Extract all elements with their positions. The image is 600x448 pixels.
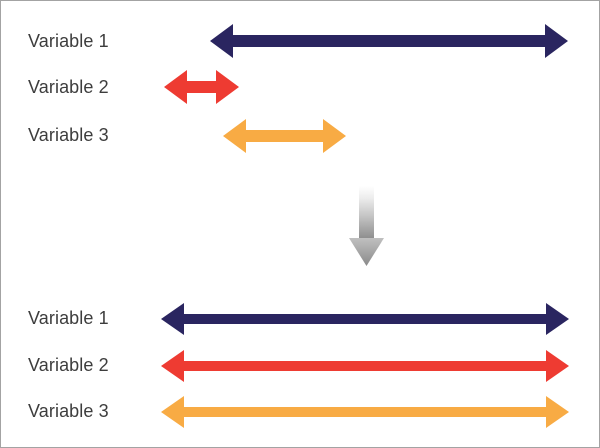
double-headed-arrow-shape [161,303,569,335]
bottom-variable-2-label: Variable 2 [28,355,109,375]
top-variable-2-arrow [164,70,239,104]
double-headed-arrow-shape [164,70,239,104]
double-headed-arrow-shape [210,24,568,58]
double-headed-arrow-shape [161,396,569,428]
top-variable-3-arrow [223,119,346,153]
top-variable-2-label: Variable 2 [28,77,109,97]
bottom-variable-3-arrow [161,396,569,428]
double-headed-arrow-shape [223,119,346,153]
transform-down-arrow [349,186,384,266]
bottom-variable-1-arrow [161,303,569,335]
top-variable-1-label: Variable 1 [28,31,109,51]
down-arrow-shaft [359,186,374,240]
top-variable-1-arrow [210,24,568,58]
top-variable-3-label: Variable 3 [28,125,109,145]
bottom-variable-3-label: Variable 3 [28,401,109,421]
double-headed-arrow-shape [161,350,569,382]
bottom-variable-1-label: Variable 1 [28,308,109,328]
bottom-variable-2-arrow [161,350,569,382]
down-arrow-head [349,238,384,266]
